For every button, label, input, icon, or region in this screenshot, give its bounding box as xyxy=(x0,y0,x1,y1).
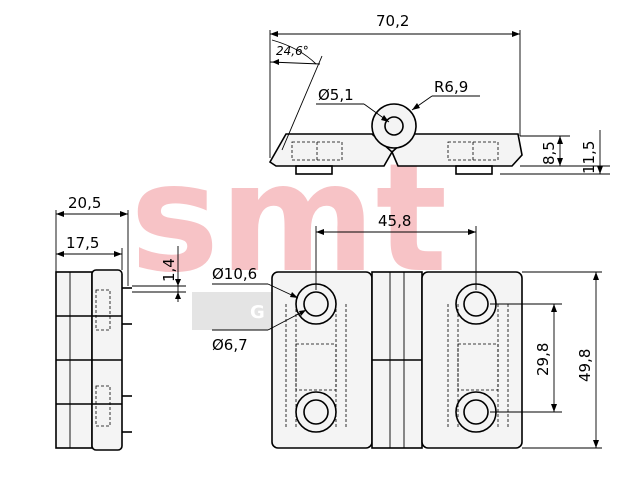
dim-angle: 24,6° xyxy=(276,44,309,58)
top-knuckle xyxy=(371,103,417,149)
dim-hole-spacing-v: 29,8 xyxy=(534,343,552,376)
top-view: 70,2 24,6° Ø5,1 R6,9 8,5 11,5 xyxy=(268,12,610,175)
dim-counterbore-dia: Ø10,6 xyxy=(212,265,257,283)
dim-side-pin: 1,4 xyxy=(160,258,178,282)
dim-top-width: 70,2 xyxy=(376,12,409,30)
dim-pin-dia: Ø5,1 xyxy=(318,86,354,104)
dim-side-body: 17,5 xyxy=(66,234,99,252)
dim-side-total: 20,5 xyxy=(68,194,101,212)
top-left-leaf xyxy=(268,133,394,167)
top-stud-right xyxy=(455,165,493,175)
top-stud-left xyxy=(295,165,333,175)
dim-height-large: 11,5 xyxy=(580,141,598,174)
dim-height-small: 8,5 xyxy=(540,141,558,165)
dim-knuckle-radius: R6,9 xyxy=(434,78,468,96)
hole-bottom-left xyxy=(295,391,337,433)
front-view: 45,8 Ø10,6 Ø6,7 29,8 49,8 xyxy=(212,212,602,449)
dim-overall-height: 49,8 xyxy=(576,349,594,382)
dim-hole-dia: Ø6,7 xyxy=(212,336,248,354)
side-view: 20,5 17,5 1,4 xyxy=(55,194,186,451)
top-pin-hole xyxy=(384,116,404,136)
front-right-leaf xyxy=(421,271,523,449)
dim-hole-spacing-h: 45,8 xyxy=(378,212,411,230)
